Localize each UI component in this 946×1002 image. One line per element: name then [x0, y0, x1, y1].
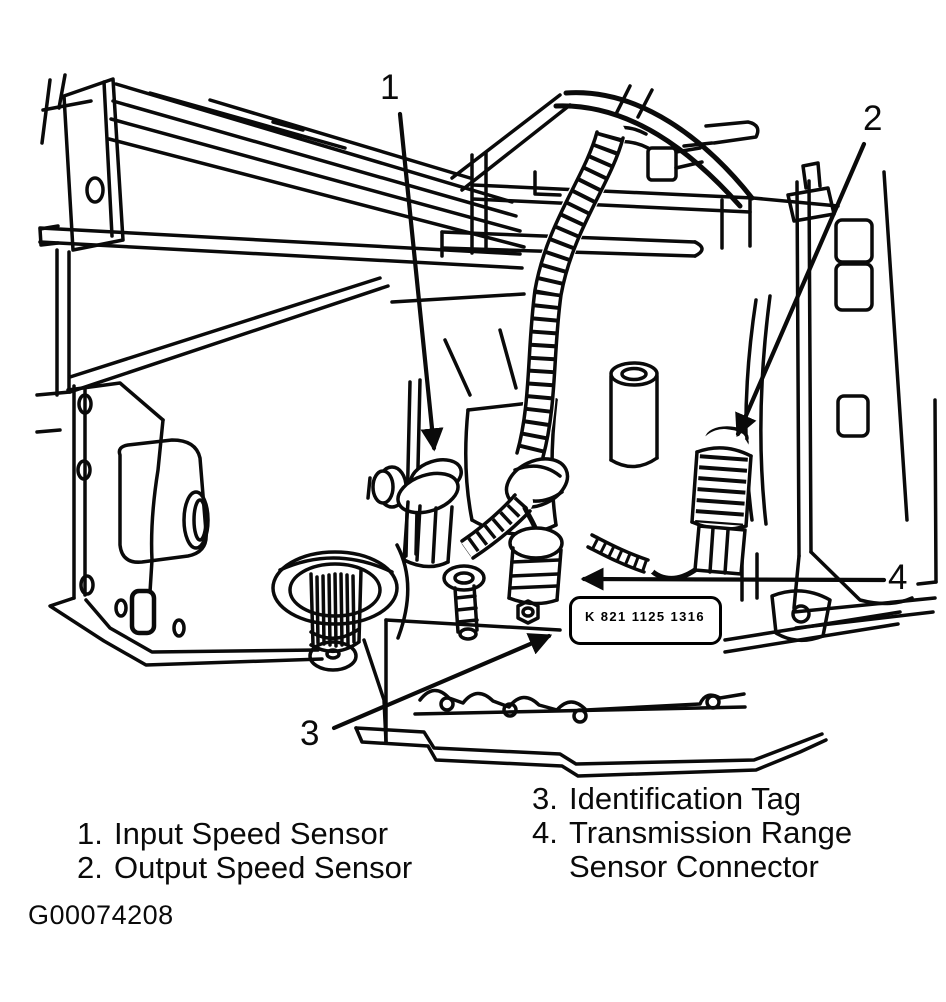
- output-speed-sensor: [581, 426, 753, 581]
- legend-number: 2.: [77, 850, 103, 885]
- legend-item-output-speed-sensor: 2. Output Speed Sensor: [77, 851, 412, 885]
- callout-1-arrow: [397, 111, 444, 452]
- transmission-range-sensor-connector: [507, 505, 564, 625]
- legend-left-column: 1. Input Speed Sensor 2. Output Speed Se…: [77, 817, 412, 885]
- legend-item-transmission-range-sensor-connector: 4. Transmission Range Sensor Connector: [532, 816, 852, 884]
- legend-number: 4.: [532, 815, 558, 850]
- legend-item-input-speed-sensor: 1. Input Speed Sensor: [77, 817, 412, 851]
- transmission-line-drawing: [35, 73, 938, 778]
- corrugated-hose: [455, 119, 626, 561]
- identification-tag-text: K 821 1125 1316: [585, 609, 706, 624]
- callout-1-number: 1: [380, 68, 400, 107]
- callout-arrows: [331, 111, 887, 731]
- wiring-harness: [450, 84, 760, 209]
- legend-number: 3.: [532, 781, 558, 816]
- callout-2-arrow: [735, 141, 867, 438]
- transmission-case-right: [390, 161, 938, 630]
- identification-tag: K 821 1125 1316: [569, 596, 722, 645]
- legend-label: Identification Tag: [569, 781, 802, 816]
- legend-number: 1.: [77, 816, 103, 851]
- legend-label: Transmission Range Sensor Connector: [569, 815, 853, 884]
- legend-label: Input Speed Sensor: [114, 816, 389, 851]
- legend-label: Output Speed Sensor: [114, 850, 413, 885]
- callout-4-arrow: [580, 567, 887, 591]
- oil-pan: [354, 589, 902, 778]
- legend-item-identification-tag: 3. Identification Tag: [532, 782, 852, 816]
- figure-id-code: G00074208: [28, 900, 174, 930]
- breather-tube: [609, 361, 659, 469]
- legend-right-column: 3. Identification Tag 4. Transmission Ra…: [532, 782, 852, 884]
- callout-4-number: 4: [888, 558, 908, 597]
- splined-shaft: [271, 543, 410, 744]
- callout-3-arrow: [331, 633, 553, 731]
- callout-2-number: 2: [863, 99, 883, 138]
- left-mount-bracket: [35, 248, 390, 667]
- callout-3-number: 3: [300, 714, 320, 753]
- input-speed-sensor: [366, 458, 486, 641]
